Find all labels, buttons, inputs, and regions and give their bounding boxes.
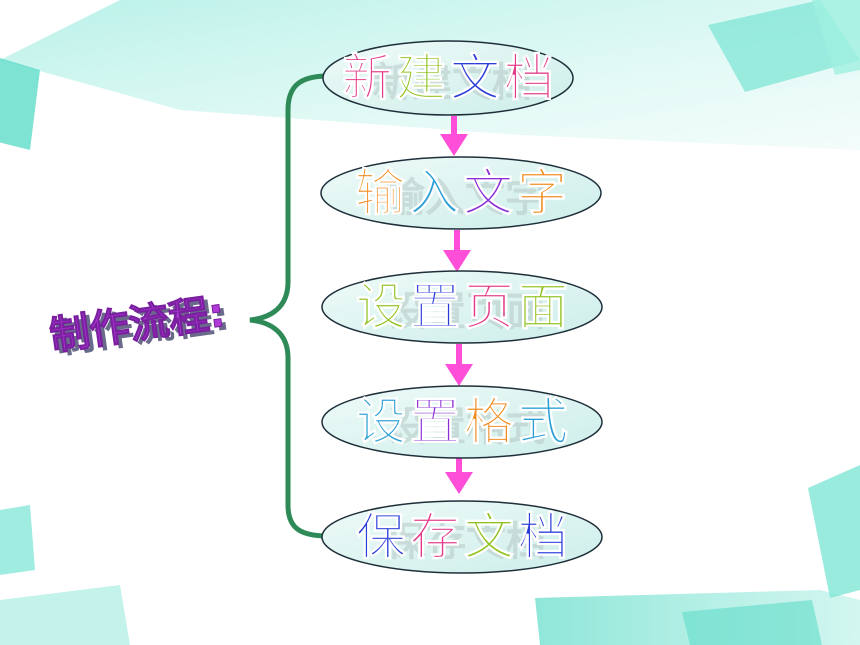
bg-shape-bottom-left-strip [0, 585, 130, 645]
step-char: 新 [342, 49, 392, 107]
arrows [440, 116, 473, 494]
step-char: 设 [356, 278, 406, 336]
step-node: 输入文字输入文字 [320, 156, 602, 230]
step-char: 输 [355, 164, 406, 222]
arrow-2 [443, 230, 471, 272]
arrow-3 [445, 344, 473, 386]
step-char: 文 [464, 508, 514, 566]
step-label-shadow: 保存文档 [386, 519, 546, 565]
bg-shape-bottom-left-tile [0, 505, 35, 575]
step-char: 面 [518, 278, 568, 336]
step-char: 格 [464, 393, 515, 451]
step-ellipse [321, 500, 603, 574]
step-char: 字 [517, 164, 567, 222]
step-char: 存 [410, 508, 460, 566]
step-node: 保存文档保存文档 [321, 500, 603, 574]
step-char: 建 [396, 49, 446, 107]
flow-label-group: 制作流程: 制作流程: [46, 289, 232, 363]
step-char: 保 [356, 508, 407, 566]
step-char: 置 [410, 393, 460, 451]
step-char: 式 [518, 393, 568, 451]
bg-shape-bottom-right-tile [808, 465, 860, 598]
step-ellipse [322, 40, 574, 116]
step-node: 设置页面设置页面 [321, 270, 603, 344]
step-char: 页 [464, 278, 514, 336]
step-char: 文 [463, 164, 513, 222]
step-ellipse [320, 156, 602, 230]
arrow-4 [445, 456, 473, 494]
bg-shape-top-right-tile-2 [812, 0, 860, 75]
step-char: 文 [450, 49, 500, 107]
step-label-shadow: 新建文档 [372, 60, 532, 106]
bg-shape-top-left-tile [0, 58, 40, 150]
step-char: 置 [410, 278, 460, 336]
step-label-shadow: 设置格式 [386, 404, 546, 450]
curly-bracket [249, 73, 331, 539]
step-char: 设 [356, 393, 406, 451]
step-label-shadow: 输入文字 [385, 175, 545, 221]
step-char: 档 [518, 508, 568, 566]
bg-shape-bottom-right-tile-2 [682, 600, 822, 645]
step-node: 设置格式设置格式 [321, 385, 603, 459]
arrow-1 [440, 116, 468, 156]
step-node: 新建文档新建文档 [322, 40, 574, 116]
step-char: 入 [409, 164, 459, 222]
step-ellipse [321, 385, 603, 459]
step-label-shadow: 设置页面 [386, 289, 546, 335]
step-ellipse [321, 270, 603, 344]
steps: 新建文档新建文档输入文字输入文字设置页面设置页面设置格式设置格式保存文档保存文档 [320, 40, 603, 574]
step-char: 档 [504, 49, 554, 107]
